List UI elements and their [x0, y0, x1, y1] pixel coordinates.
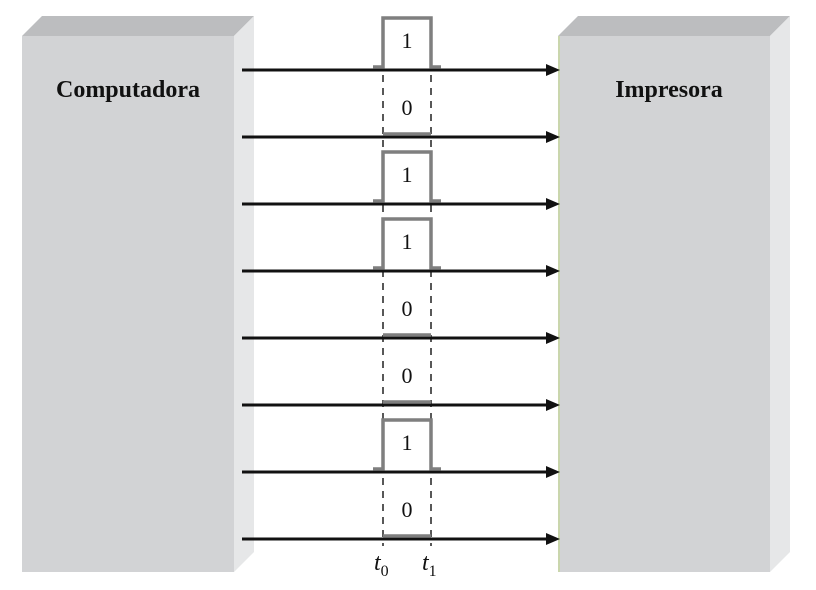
arrowhead [546, 332, 560, 344]
computer-label: Computadora [56, 77, 200, 103]
arrowhead [546, 198, 560, 210]
arrowhead [546, 265, 560, 277]
printer-box-side [770, 16, 790, 572]
computer-box: Computadora [22, 16, 254, 572]
arrowhead [546, 533, 560, 545]
printer-box-top [558, 16, 790, 36]
arrowhead [546, 131, 560, 143]
printer-label: Impresora [615, 77, 723, 103]
arrowhead [546, 466, 560, 478]
time-marker-t0: t0 [374, 550, 389, 580]
arrowhead [546, 399, 560, 411]
printer-box: Impresora [558, 16, 790, 572]
pulse-high [373, 16, 441, 69]
computer-box-side [234, 16, 254, 572]
pulse-high [373, 217, 441, 270]
bit-label: 1 [402, 28, 413, 53]
bit-label: 0 [402, 95, 413, 120]
pulse-high [373, 418, 441, 471]
bit-label: 1 [402, 430, 413, 455]
computer-box-top [22, 16, 254, 36]
channels: 1 0 1 1 0 0 1 0 [242, 16, 560, 545]
bit-label: 1 [402, 162, 413, 187]
bit-label: 1 [402, 229, 413, 254]
bit-label: 0 [402, 497, 413, 522]
pulse-high [373, 150, 441, 203]
bit-label: 0 [402, 296, 413, 321]
time-marker-t1: t1 [422, 550, 437, 580]
arrowhead [546, 64, 560, 76]
printer-box-front [558, 36, 770, 572]
bit-label: 0 [402, 363, 413, 388]
computer-box-front [22, 36, 234, 572]
